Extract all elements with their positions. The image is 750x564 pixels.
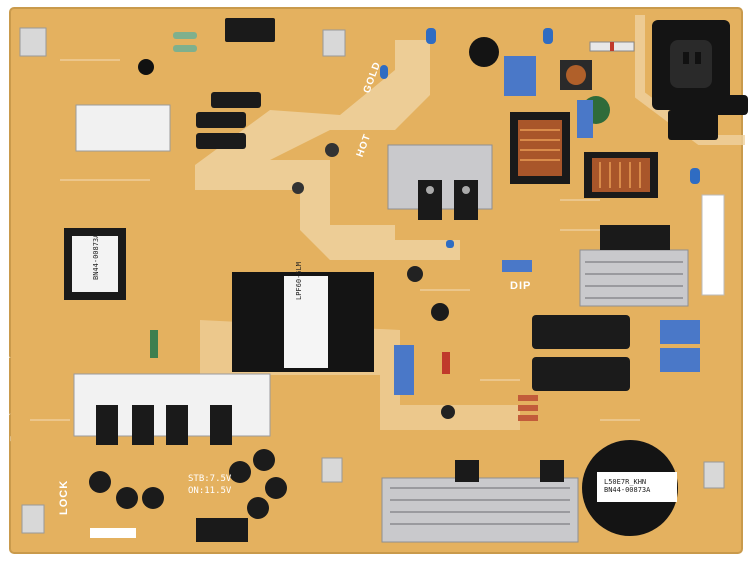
main-transformer [232,272,374,372]
heatsink-bridge [579,249,689,307]
secondary-rectifiers [96,405,232,445]
silk-dip: DIP [510,280,532,292]
silk-lock: LOCK [58,479,70,515]
pfc-transistors [418,180,478,220]
electrolytic-caps-top [196,92,261,149]
main-transformer-label: LPF60-6LM [295,262,303,300]
connector-top [225,18,275,42]
ntc-thermistor [469,37,499,67]
isolation-slot [195,40,460,260]
standby-transformer [64,228,126,300]
silk-standby-line1: STB:7.5V [188,474,232,484]
standby-transformer-label: BN44-00873A [92,233,100,280]
output-connector [196,518,248,542]
common-mode-choke-2 [584,152,658,198]
output-inductor-label: L50E7R_KHN BN44-00873A [604,478,651,494]
output-capacitors [532,315,630,391]
x-capacitor [504,56,536,96]
silk-board-id: L55E7N_KSM (BN44-00873A) [2,354,11,470]
relay [75,104,171,152]
barcode-sticker-right [701,194,725,296]
film-capacitor [394,345,414,395]
silk-standby-line2: ON:11.5V [188,486,232,496]
resistor-array [173,32,197,52]
ac-inlet [652,20,748,140]
common-mode-choke-1 [510,112,570,184]
standby-capacitors [89,449,287,519]
